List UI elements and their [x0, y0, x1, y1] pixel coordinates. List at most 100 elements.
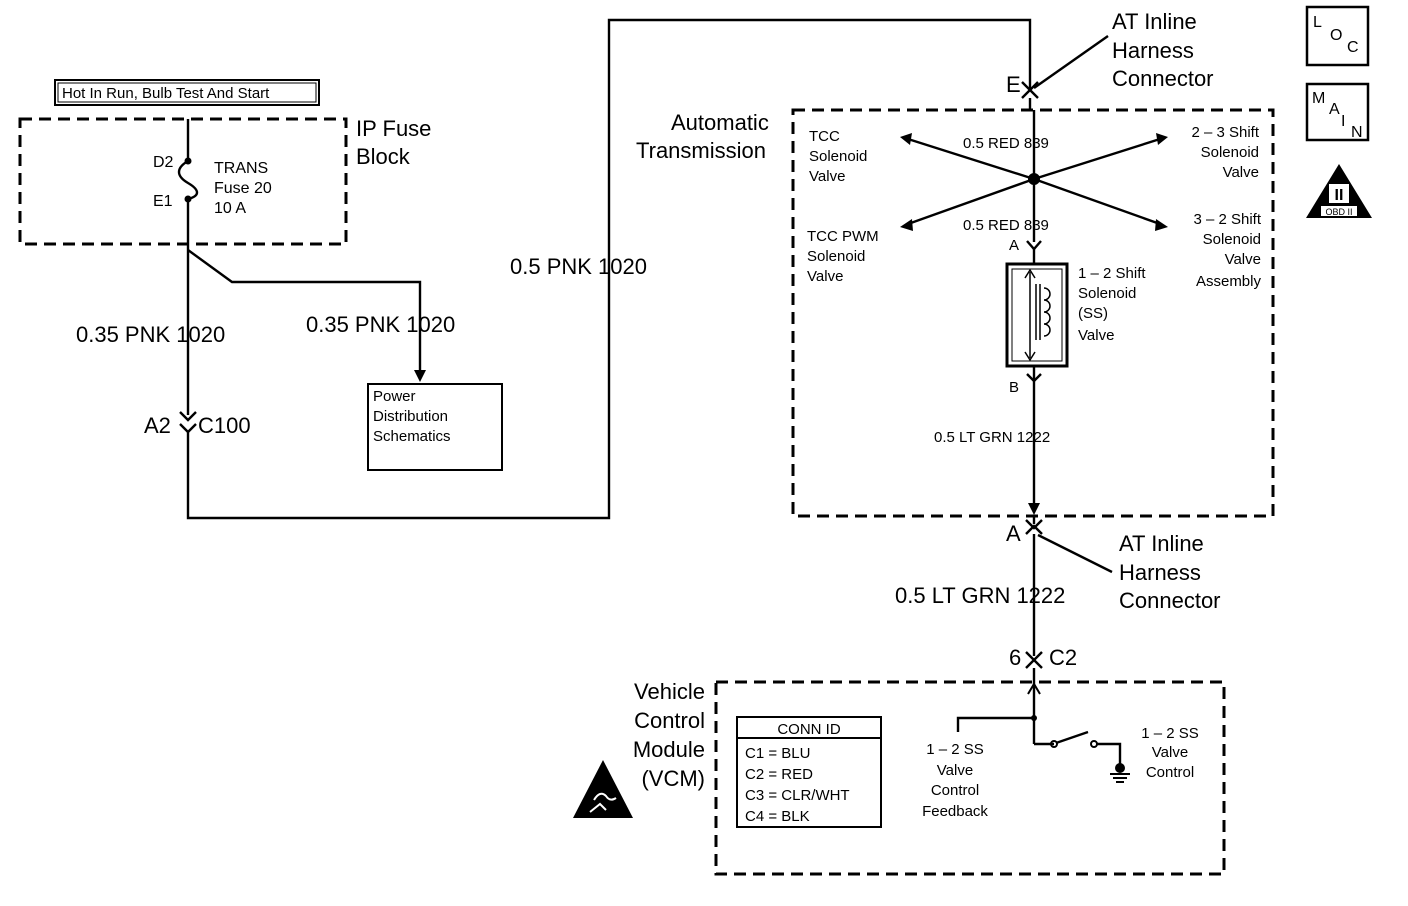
- svg-text:N: N: [1351, 124, 1363, 141]
- conn-id-table: CONN ID C1 = BLU C2 = RED C3 = CLR/WHT C…: [736, 716, 882, 828]
- shift-32-solenoid-label: 3 – 2 Shift Solenoid Valve Assembly: [1193, 211, 1261, 290]
- conn-id-row: C1 = BLU: [745, 745, 810, 762]
- c100-pin-a2: A2: [144, 413, 171, 438]
- conn-id-row: C3 = CLR/WHT: [745, 787, 850, 804]
- svg-text:Valve: Valve: [1225, 251, 1261, 268]
- inline-top-label-2: Harness: [1112, 38, 1194, 63]
- inline-bottom-label-1: AT Inline: [1119, 531, 1204, 556]
- inline-bottom-label-2: Harness: [1119, 560, 1201, 585]
- fuse-label-rating: 10 A: [214, 200, 246, 217]
- vcm-control-label: 1 – 2 SS Valve Control: [1141, 725, 1199, 781]
- svg-text:1 – 2 Shift: 1 – 2 Shift: [1078, 265, 1146, 282]
- svg-text:Schematics: Schematics: [373, 428, 451, 445]
- svg-text:Module: Module: [633, 737, 705, 762]
- svg-text:1 – 2 SS: 1 – 2 SS: [1141, 725, 1199, 742]
- svg-text:Valve: Valve: [1078, 327, 1114, 344]
- inline-top-label-3: Connector: [1112, 66, 1214, 91]
- c100-connector-name: C100: [198, 413, 251, 438]
- svg-text:Feedback: Feedback: [922, 803, 988, 820]
- obd-ii-icon: II OBD II: [1306, 164, 1372, 218]
- inline-top-pin: E: [1006, 72, 1021, 97]
- wire-label-red-top: 0.5 RED 839: [963, 135, 1049, 152]
- loc-icon: L O C: [1305, 5, 1370, 67]
- svg-text:Solenoid: Solenoid: [1078, 285, 1136, 302]
- svg-text:OBD II: OBD II: [1325, 207, 1352, 217]
- automatic-transmission-title: Automatic: [671, 110, 769, 135]
- pink-wire-1020: [179, 18, 1039, 520]
- main-icon: M A I N: [1305, 82, 1370, 142]
- svg-text:Control: Control: [1146, 764, 1194, 781]
- svg-text:Solenoid: Solenoid: [1201, 144, 1259, 161]
- svg-text:(SS): (SS): [1078, 305, 1108, 322]
- shift-23-solenoid-label: 2 – 3 Shift Solenoid Valve: [1191, 124, 1259, 181]
- svg-text:Valve: Valve: [937, 762, 973, 779]
- svg-text:M: M: [1312, 90, 1325, 107]
- wire-label-branch: 0.35 PNK 1020: [306, 312, 455, 337]
- esd-warning-icon: [573, 760, 633, 818]
- svg-text:Valve: Valve: [809, 168, 845, 185]
- tcc-solenoid-label: TCC Solenoid Valve: [809, 128, 867, 185]
- automatic-transmission-title-2: Transmission: [636, 138, 766, 163]
- svg-text:Distribution: Distribution: [373, 408, 448, 425]
- svg-text:Control: Control: [931, 782, 979, 799]
- svg-text:2 – 3 Shift: 2 – 3 Shift: [1191, 124, 1259, 141]
- svg-text:(VCM): (VCM): [641, 766, 705, 791]
- fuse-pin-d2: D2: [153, 154, 174, 171]
- vcm-title: Vehicle Control Module (VCM): [633, 679, 705, 791]
- inline-bottom-pin: A: [1006, 521, 1021, 546]
- fuse-label-trans: TRANS: [214, 160, 268, 177]
- svg-text:Valve: Valve: [1223, 164, 1259, 181]
- shift-12-solenoid: [1005, 262, 1069, 368]
- svg-text:II: II: [1335, 187, 1344, 204]
- conn-id-row: C2 = RED: [745, 766, 813, 783]
- svg-text:O: O: [1330, 27, 1342, 44]
- conn-id-row: C4 = BLK: [745, 808, 810, 825]
- fuse-label-number: Fuse 20: [214, 180, 272, 197]
- trans-fuse: [177, 119, 199, 244]
- ip-fuse-block-title-2: Block: [356, 144, 411, 169]
- vcm-outline: [714, 680, 1226, 876]
- inline-top-leader: [1033, 35, 1109, 89]
- solenoid-pin-b: B: [1009, 379, 1019, 396]
- svg-text:Solenoid: Solenoid: [807, 248, 865, 265]
- ip-fuse-block-title: IP Fuse: [356, 116, 431, 141]
- svg-text:Power: Power: [373, 388, 416, 405]
- svg-text:Assembly: Assembly: [1196, 273, 1262, 290]
- inline-bottom-leader: [1037, 533, 1113, 574]
- shift-12-solenoid-label: 1 – 2 Shift Solenoid (SS) Valve: [1078, 265, 1146, 344]
- inline-bottom-label-3: Connector: [1119, 588, 1221, 613]
- svg-text:Solenoid: Solenoid: [1203, 231, 1261, 248]
- ip-fuse-block-outline: [18, 117, 348, 246]
- vcm-feedback-label: 1 – 2 SS Valve Control Feedback: [922, 741, 988, 820]
- wire-label-main-left: 0.35 PNK 1020: [76, 322, 225, 347]
- power-distribution-box: Power Distribution Schematics: [367, 383, 503, 471]
- svg-text:Vehicle: Vehicle: [634, 679, 705, 704]
- ltgrn-wire-1222: [1025, 366, 1043, 684]
- wire-label-ltgrn-outer: 0.5 LT GRN 1222: [895, 583, 1065, 608]
- branch-wire: [187, 249, 426, 382]
- svg-text:Control: Control: [634, 708, 705, 733]
- svg-text:3 – 2 Shift: 3 – 2 Shift: [1193, 211, 1261, 228]
- power-source-label: Hot In Run, Bulb Test And Start: [54, 79, 320, 106]
- inline-top-label-1: AT Inline: [1112, 9, 1197, 34]
- svg-text:TCC: TCC: [809, 128, 840, 145]
- tcc-pwm-solenoid-label: TCC PWM Solenoid Valve: [807, 228, 879, 285]
- solenoid-pin-a: A: [1009, 237, 1019, 254]
- svg-text:1 – 2 SS: 1 – 2 SS: [926, 741, 984, 758]
- solenoid-star-wiring: [900, 110, 1168, 264]
- vcm-internal-circuit: [956, 682, 1130, 783]
- c2-connector-name: C2: [1049, 645, 1077, 670]
- svg-text:L: L: [1313, 14, 1322, 31]
- wire-label-red-bottom: 0.5 RED 839: [963, 217, 1049, 234]
- svg-text:Hot In Run, Bulb Test And Star: Hot In Run, Bulb Test And Start: [62, 85, 270, 102]
- wire-label-long-run: 0.5 PNK 1020: [510, 254, 647, 279]
- wire-label-ltgrn-inner: 0.5 LT GRN 1222: [934, 429, 1050, 446]
- svg-text:C: C: [1347, 39, 1359, 56]
- svg-text:Solenoid: Solenoid: [809, 148, 867, 165]
- svg-text:I: I: [1341, 113, 1345, 130]
- svg-text:Valve: Valve: [1152, 744, 1188, 761]
- c2-pin-6: 6: [1009, 645, 1021, 670]
- svg-text:TCC PWM: TCC PWM: [807, 228, 879, 245]
- svg-text:A: A: [1329, 101, 1340, 118]
